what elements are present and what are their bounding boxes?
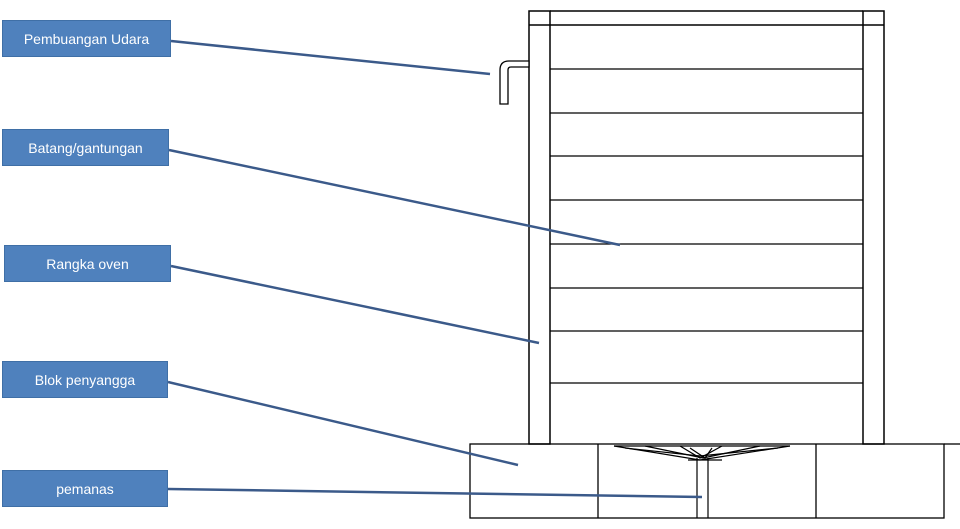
label-rod: Batang/gantungan: [2, 129, 169, 166]
heater-element: [644, 445, 761, 459]
leader-line-heater: [167, 487, 703, 499]
leader-line-support: [167, 380, 519, 467]
right-post: [862, 10, 885, 445]
leader-line-frame: [170, 264, 540, 345]
oven-frame: [528, 10, 885, 445]
leader-line-rod: [168, 148, 621, 247]
leader-lines: [167, 39, 703, 499]
rod-shelves: [550, 68, 863, 384]
heater: [613, 445, 791, 518]
base-outline: [469, 443, 945, 519]
exhaust-pipe: [499, 60, 530, 105]
heater-element: [624, 447, 779, 457]
leader-line-exhaust: [170, 39, 491, 76]
heater-element: [679, 445, 723, 459]
label-support-block: Blok penyangga: [2, 361, 168, 398]
label-exhaust: Pembuangan Udara: [2, 20, 171, 57]
label-frame: Rangka oven: [4, 245, 171, 282]
support-block: [469, 443, 960, 519]
label-heater: pemanas: [2, 470, 168, 507]
heater-element: [689, 447, 713, 459]
